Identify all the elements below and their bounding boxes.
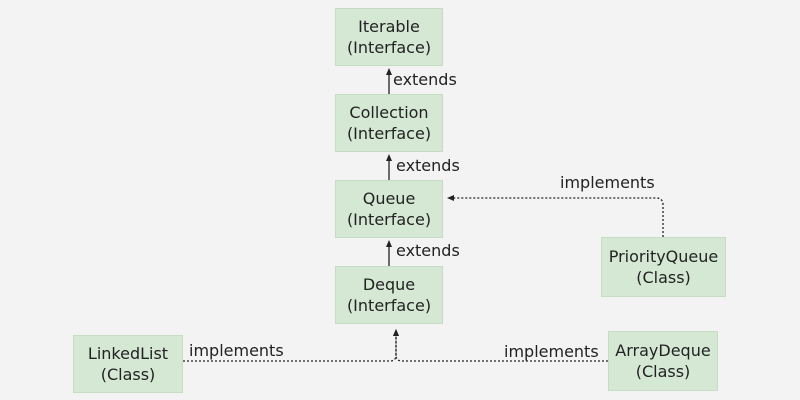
edge-label-queue-to-collection: extends [396,156,460,175]
node-deque-kind: (Interface) [346,296,432,315]
edge-label-linkedlist-to-deque: implements [189,341,284,360]
node-array-deque-name: ArrayDeque [615,341,711,360]
node-deque-name: Deque [362,275,416,294]
node-linked-list: LinkedList (Class) [73,335,183,393]
node-iterable: Iterable (Interface) [335,8,443,66]
node-linked-list-name: LinkedList [87,344,169,363]
node-priority-queue: PriorityQueue (Class) [601,237,726,297]
node-queue: Queue (Interface) [335,180,443,238]
edge-label-collection-to-iterable: extends [393,70,457,89]
node-collection-name: Collection [349,103,429,122]
node-queue-kind: (Interface) [346,210,432,229]
edge-label-deque-to-queue: extends [396,241,460,260]
node-iterable-name: Iterable [358,17,420,36]
node-array-deque-kind: (Class) [635,362,691,381]
node-queue-name: Queue [362,189,416,208]
node-array-deque: ArrayDeque (Class) [608,331,718,391]
edge-priorityqueue-to-queue [447,195,664,237]
edge-label-arraydeque-to-deque: implements [504,342,599,361]
node-collection: Collection (Interface) [335,94,443,152]
node-linked-list-kind: (Class) [100,365,156,384]
node-priority-queue-kind: (Class) [636,268,691,287]
node-deque: Deque (Interface) [335,266,443,324]
node-collection-kind: (Interface) [346,124,432,143]
edge-linkedlist-to-deque [183,329,399,362]
node-iterable-kind: (Interface) [346,38,432,57]
edge-label-priorityqueue-to-queue: implements [560,173,655,192]
node-priority-queue-name: PriorityQueue [608,247,719,266]
